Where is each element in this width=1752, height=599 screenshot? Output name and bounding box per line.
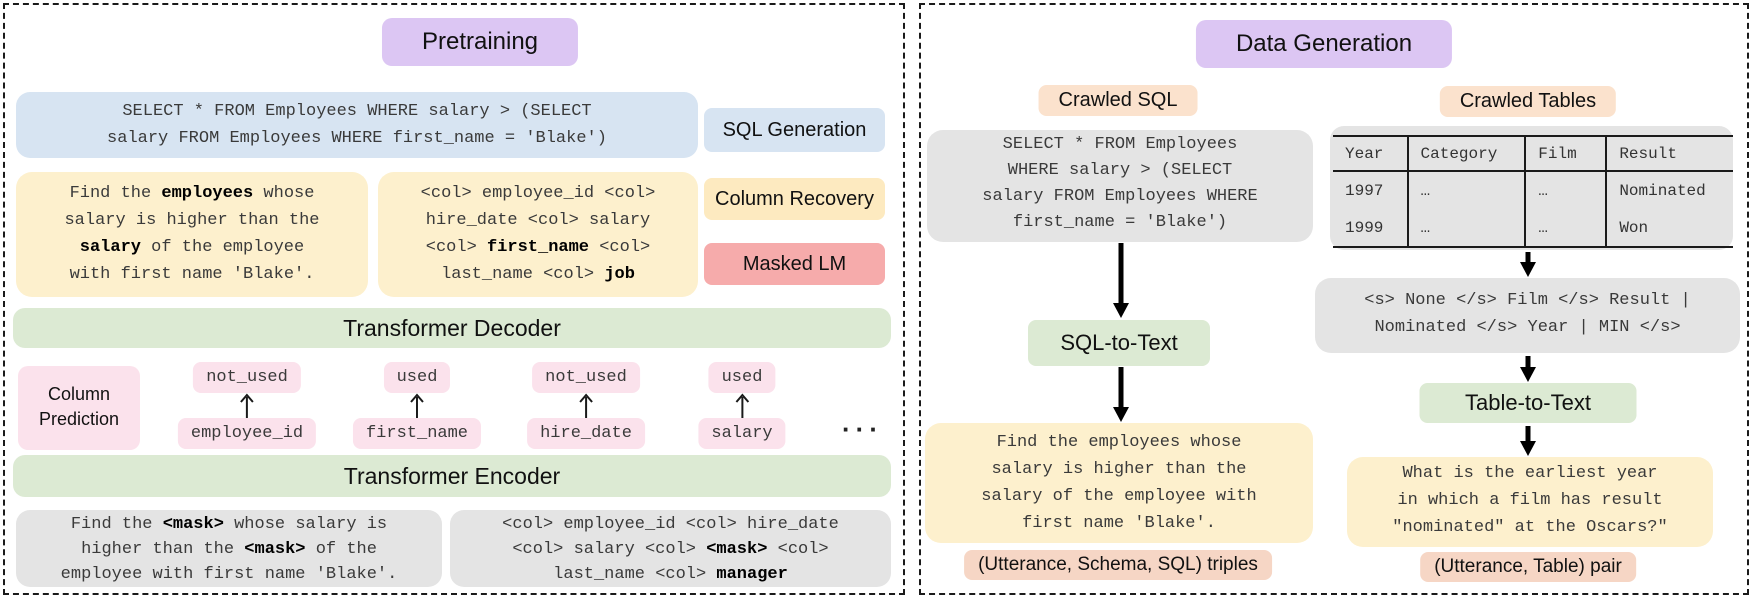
- linearized-table-box: <s> None </s> Film </s> Result | Nominat…: [1315, 278, 1740, 353]
- column-prediction-line: Column: [47, 384, 111, 404]
- sql-line: first_name = 'Blake'): [1012, 213, 1228, 232]
- linearized-line: Nominated </s> Year | MIN </s>: [1374, 318, 1681, 337]
- table-cell: 1999: [1345, 218, 1384, 237]
- arrow-down-icon: [1113, 367, 1129, 422]
- utterance-line: first name 'Blake'.: [1022, 514, 1216, 533]
- table-row: 1997 … … Nominated: [1333, 171, 1733, 209]
- table-header-row: Year Category Film Result: [1333, 136, 1733, 172]
- question-line: in which a film has result: [1397, 491, 1663, 510]
- masked-line: employee with first name 'Blake'.: [60, 565, 398, 584]
- schema-line: last_name <col> job: [441, 265, 635, 284]
- table-cell: Nominated: [1605, 171, 1733, 209]
- prediction-box: used: [708, 362, 776, 393]
- table-header: Category: [1406, 136, 1526, 172]
- crawled-sql-box: SELECT * FROM Employees WHERE salary > (…: [927, 130, 1313, 242]
- arrow-up-icon: [579, 393, 593, 418]
- masked-line: <col> salary <col> <mask> <col>: [512, 540, 829, 559]
- table-cell: …: [1406, 209, 1526, 247]
- pretraining-title: Pretraining: [381, 18, 579, 66]
- masked-lm-label: Masked LM: [704, 243, 885, 285]
- table-cell: …: [1406, 171, 1526, 209]
- data-generation-title: Data Generation: [1195, 20, 1453, 68]
- column-box: employee_id: [177, 418, 317, 449]
- column-box: first_name: [352, 418, 482, 449]
- linearized-line: <s> None </s> Film </s> Result |: [1364, 291, 1691, 310]
- column-prediction-pair: not_used employee_id: [177, 362, 317, 449]
- nl-line: with first name 'Blake'.: [69, 265, 315, 284]
- table-cell: …: [1524, 209, 1607, 247]
- column-prediction-line: Prediction: [38, 409, 120, 429]
- sql-generation-example-box: SELECT * FROM Employees WHERE salary > (…: [16, 92, 698, 158]
- more-columns-ellipsis: ···: [842, 414, 883, 444]
- generated-question-box: What is the earliest year in which a fil…: [1347, 457, 1713, 547]
- crawled-table: Year Category Film Result 1997 … … Nomin…: [1333, 135, 1733, 248]
- prediction-box: not_used: [193, 362, 301, 393]
- column-prediction-label: Column Prediction: [18, 366, 140, 450]
- utterance-line: salary is higher than the: [991, 460, 1247, 479]
- sql-line: SELECT * FROM Employees: [1002, 135, 1238, 154]
- table-cell: 1997: [1345, 181, 1384, 200]
- masked-line: Find the <mask> whose salary is: [70, 515, 388, 534]
- question-line: What is the earliest year: [1402, 464, 1658, 483]
- column-recovery-label: Column Recovery: [704, 178, 885, 220]
- utterance-line: Find the employees whose: [996, 433, 1242, 452]
- column-prediction-pair: used salary: [698, 362, 786, 449]
- sql-line: salary FROM Employees WHERE first_name =…: [107, 129, 607, 148]
- table-row: 1999 … … Won: [1333, 209, 1733, 247]
- prediction-box: not_used: [532, 362, 640, 393]
- column-box: hire_date: [527, 418, 645, 449]
- pair-label: (Utterance, Table) pair: [1420, 552, 1636, 582]
- nl-line: Find the employees whose: [69, 184, 315, 203]
- question-line: "nominated" at the Oscars?": [1392, 518, 1668, 537]
- arrow-up-icon: [735, 393, 749, 418]
- table-header: Film: [1524, 136, 1607, 172]
- column-prediction-pair: not_used hire_date: [527, 362, 645, 449]
- arrow-down-icon: [1520, 252, 1536, 277]
- triples-label: (Utterance, Schema, SQL) triples: [964, 550, 1272, 580]
- sql-line: salary FROM Employees WHERE: [982, 187, 1258, 206]
- table-cell: Won: [1605, 209, 1733, 247]
- masked-line: higher than the <mask> of the: [81, 540, 377, 559]
- masked-line: last_name <col> manager: [553, 565, 788, 584]
- sql-to-text-step: SQL-to-Text: [1028, 320, 1210, 366]
- arrow-down-icon: [1520, 426, 1536, 456]
- column-box: salary: [698, 418, 786, 449]
- schema-line: <col> first_name <col>: [425, 238, 651, 257]
- arrow-down-icon: [1113, 243, 1129, 318]
- sql-line: SELECT * FROM Employees WHERE salary > (…: [122, 102, 592, 121]
- column-prediction-pair: used first_name: [352, 362, 482, 449]
- generated-utterance-box: Find the employees whose salary is highe…: [925, 423, 1313, 543]
- sql-line: WHERE salary > (SELECT: [1007, 161, 1233, 180]
- table-cell: …: [1524, 171, 1607, 209]
- schema-line: hire_date <col> salary: [425, 211, 651, 230]
- natural-language-box: Find the employees whose salary is highe…: [16, 172, 368, 297]
- crawled-tables-label: Crawled Tables: [1439, 86, 1617, 117]
- schema-line: <col> employee_id <col>: [420, 184, 656, 203]
- masked-utterance-box: Find the <mask> whose salary is higher t…: [16, 510, 442, 587]
- sql-generation-label: SQL Generation: [704, 108, 885, 152]
- schema-columns-box: <col> employee_id <col> hire_date <col> …: [378, 172, 698, 297]
- table-to-text-step: Table-to-Text: [1419, 383, 1637, 423]
- table-header: Year: [1333, 136, 1408, 172]
- prediction-box: used: [383, 362, 451, 393]
- crawled-table-box: Year Category Film Result 1997 … … Nomin…: [1330, 126, 1733, 250]
- masked-schema-box: <col> employee_id <col> hire_date <col> …: [450, 510, 891, 587]
- arrow-up-icon: [240, 393, 254, 418]
- utterance-line: salary of the employee with: [981, 487, 1257, 506]
- arrow-down-icon: [1520, 356, 1536, 382]
- transformer-decoder-bar: Transformer Decoder: [13, 308, 891, 348]
- crawled-sql-label: Crawled SQL: [1038, 85, 1198, 116]
- masked-line: <col> employee_id <col> hire_date: [502, 515, 839, 534]
- nl-line: salary is higher than the: [64, 211, 320, 230]
- table-header: Result: [1605, 136, 1733, 172]
- transformer-encoder-bar: Transformer Encoder: [13, 455, 891, 497]
- arrow-up-icon: [410, 393, 424, 418]
- nl-line: salary of the employee: [79, 238, 305, 257]
